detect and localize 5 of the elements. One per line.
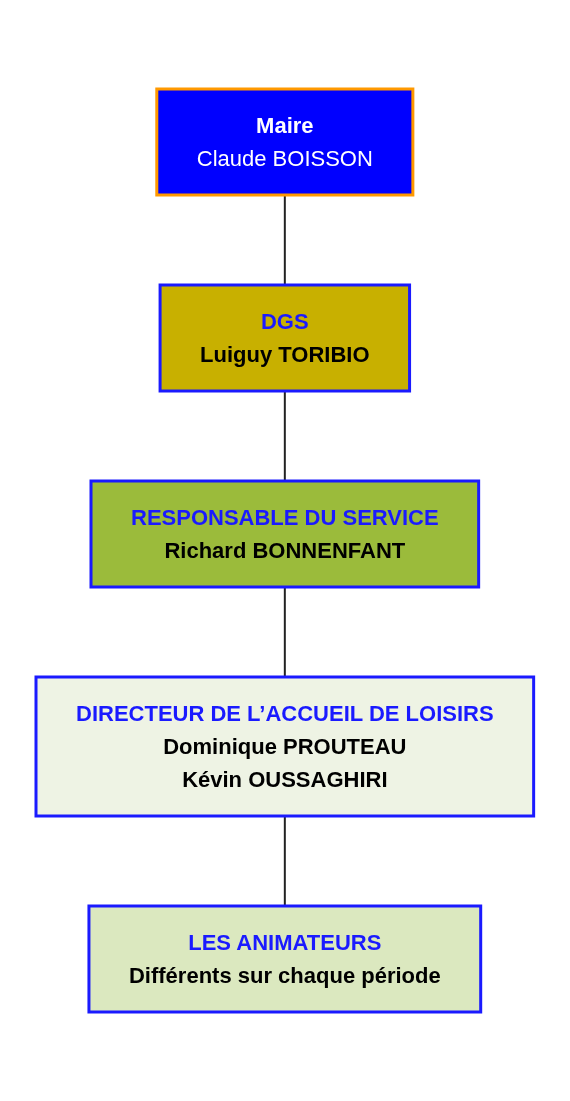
node-box: DIRECTEUR DE L’ACCUEIL DE LOISIRS Dominique PROUTEAU Kévin OUSSAGHIRI [34,675,536,818]
node-box: DGS Luiguy TORIBIO [158,283,412,393]
node-box: LES ANIMATEURS Différents sur chaque période [87,904,483,1014]
node-box: RESPONSABLE DU SERVICE Richard BONNENFANT [89,479,481,589]
node-box: Maire Claude BOISSON [155,87,415,197]
